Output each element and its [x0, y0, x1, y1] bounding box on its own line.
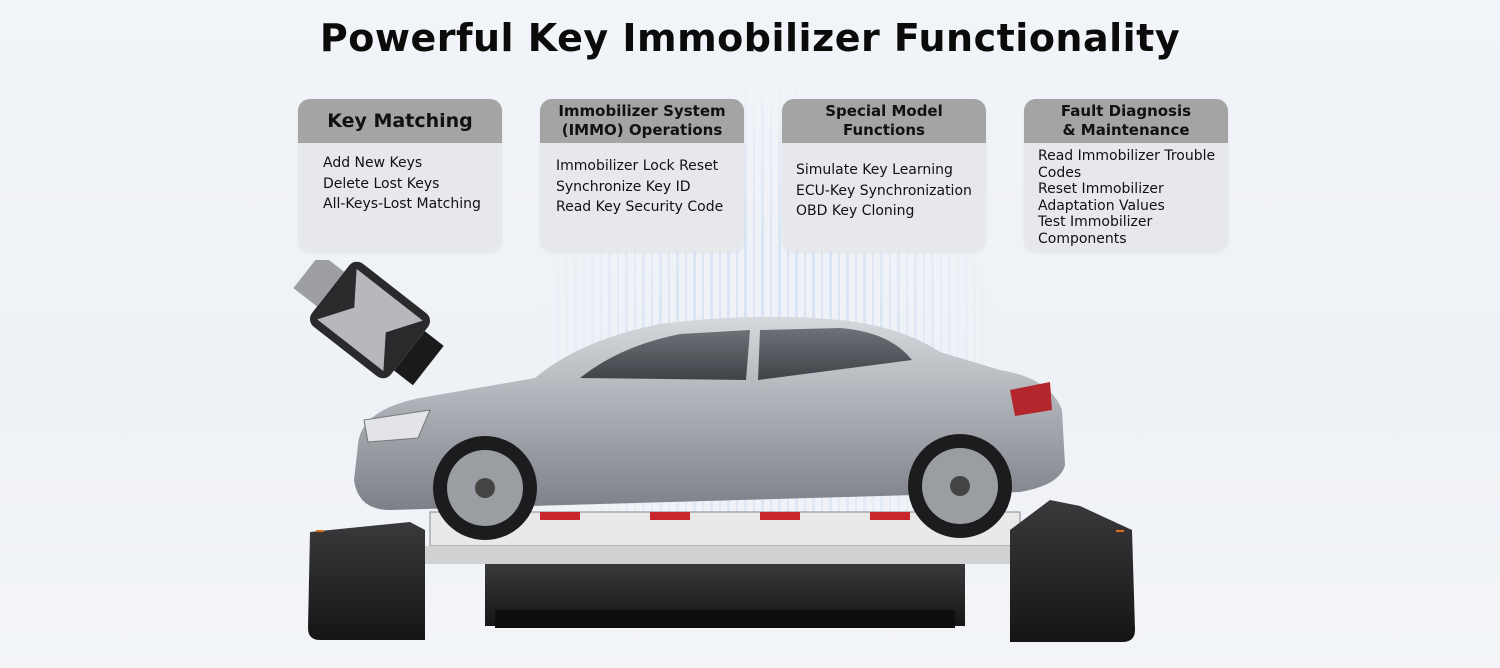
feature-item: Synchronize Key ID — [556, 178, 691, 195]
diagnostic-tablet-platform — [308, 500, 1135, 642]
card-heading: Fault Diagnosis & Maintenance — [1024, 99, 1228, 143]
feature-card-immo-operations: Immobilizer System (IMMO) Operations Imm… — [540, 99, 744, 252]
card-heading: Key Matching — [298, 99, 502, 143]
feature-item: Read Immobilizer Trouble Codes — [1038, 148, 1216, 181]
feature-card-fault-diagnosis: Fault Diagnosis & Maintenance Read Immob… — [1024, 99, 1228, 252]
feature-card-special-model: Special Model Functions Simulate Key Lea… — [782, 99, 986, 252]
feature-item: Delete Lost Keys — [323, 175, 440, 192]
product-scene — [293, 260, 1135, 642]
feature-item: OBD Key Cloning — [796, 203, 915, 219]
feature-item: Immobilizer Lock Reset — [556, 158, 719, 174]
card-heading: Immobilizer System (IMMO) Operations — [540, 99, 744, 143]
obd-dongle — [293, 260, 444, 386]
feature-item: ECU-Key Synchronization — [796, 182, 972, 199]
feature-item: Add New Keys — [323, 155, 423, 171]
car-illustration — [354, 316, 1065, 540]
card-heading: Special Model Functions — [782, 99, 986, 143]
feature-item: Read Key Security Code — [556, 199, 724, 215]
feature-card-key-matching: Key Matching Add New Keys Delete Lost Ke… — [298, 99, 502, 252]
page-title: Powerful Key Immobilizer Functionality — [319, 16, 1181, 60]
feature-item: Test Immobilizer Components — [1038, 214, 1153, 247]
feature-item: Simulate Key Learning — [796, 162, 953, 178]
feature-item: Reset Immobilizer Adaptation Values — [1038, 181, 1165, 214]
feature-item: All-Keys-Lost Matching — [323, 196, 481, 212]
